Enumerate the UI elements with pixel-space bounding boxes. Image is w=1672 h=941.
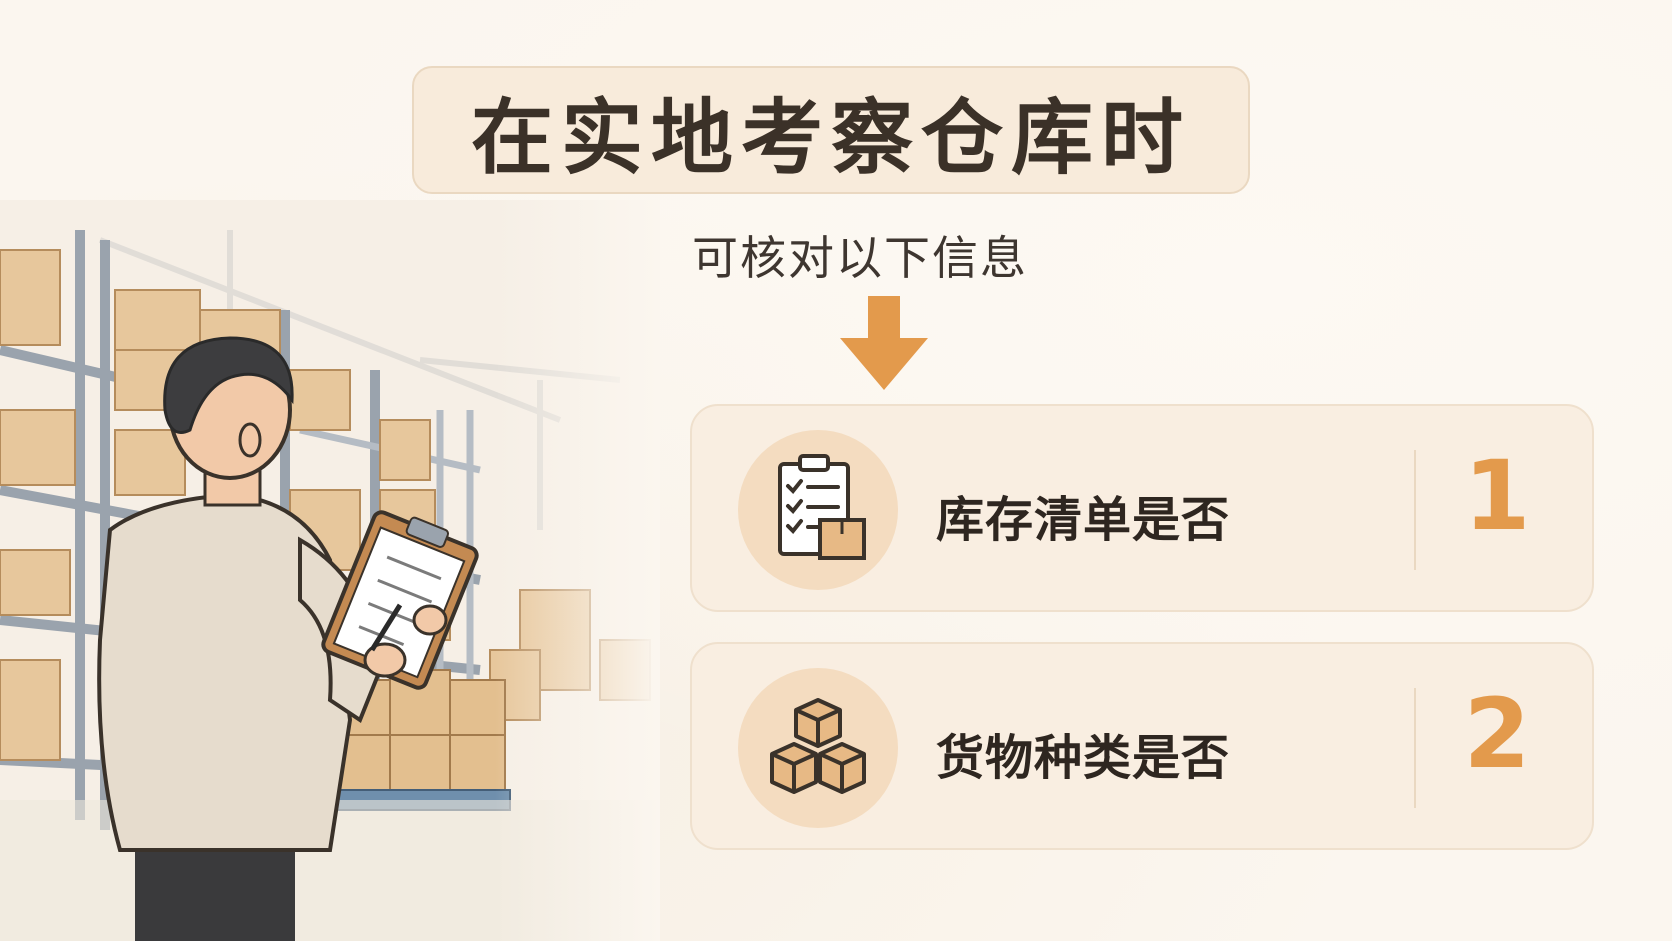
stacked-boxes-icon [738, 668, 898, 828]
inventory-clipboard-icon [738, 430, 898, 590]
title-banner: 在实地考察仓库时 [412, 66, 1250, 194]
divider [1414, 450, 1416, 570]
item-label: 货物种类是否 [936, 730, 1231, 786]
item-number: 1 [1463, 440, 1531, 552]
subtitle: 可核对以下信息 [692, 231, 1028, 285]
divider [1414, 688, 1416, 808]
warehouse-inspector-illustration [0, 200, 660, 941]
item-label: 库存清单是否 [936, 492, 1231, 548]
arrow-down-icon [836, 296, 932, 392]
checklist-item: 货物种类是否 2 [690, 642, 1594, 850]
item-number: 2 [1463, 678, 1531, 790]
page-title: 在实地考察仓库时 [470, 90, 1191, 186]
checklist-item: 库存清单是否 1 [690, 404, 1594, 612]
